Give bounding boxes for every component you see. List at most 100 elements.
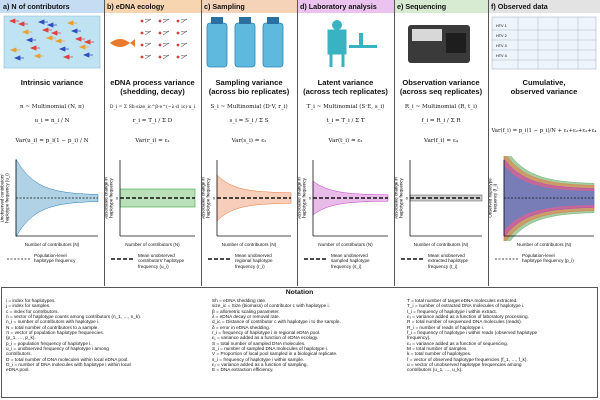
notation-entry: ε₄ = variance added as a function of seq… (407, 340, 509, 346)
legend-text-line: contributors' haplotype (138, 258, 185, 264)
x-axis-label: Number of contributors (N) (413, 242, 469, 247)
table-row-label: HTV 3 (496, 44, 507, 48)
data-table-icon (491, 16, 597, 70)
x-axis-label: Number of contributors (N) (221, 242, 277, 247)
notation-entry: n_i = number of contributors with haplot… (6, 319, 100, 325)
dna-icon (158, 19, 162, 23)
fish-icon (70, 28, 81, 34)
legend-text-line: regional haplotype (235, 258, 273, 264)
equation: s_i = S_i / Σ S (229, 118, 269, 124)
y-axis-label: haplotype frequency (109, 177, 114, 217)
fish-icon (25, 37, 36, 43)
notation-entry: β = allometric scaling parameter. (212, 308, 280, 314)
x-axis-label: Number of contributors (N) (516, 242, 572, 247)
illustration-svg (327, 20, 377, 67)
fish-icon (13, 55, 24, 61)
panel-header: b) eDNA ecology (104, 0, 201, 13)
dna-icon (144, 30, 152, 36)
fish-icon (78, 44, 89, 50)
sample-bottle-icon (206, 22, 228, 68)
fish-icon (17, 21, 28, 27)
illustration-svg (408, 25, 470, 63)
notation-entry: N = total number of contributors to a sa… (6, 324, 99, 330)
panel-header: d) Laboratory analysis (297, 0, 394, 13)
y-axis-label: haplotype frequency (302, 177, 307, 217)
y-tick-zero: 0 (116, 196, 119, 201)
lab-bench-icon (349, 45, 377, 48)
equation: D_i = Σ Sh·size_ic^β·e^(−λ·d_ic)·u_i (109, 105, 196, 110)
panel-illustration (394, 13, 488, 73)
variance-title-line: Latent variance (317, 78, 374, 87)
notation-entry: contributors. (6, 351, 32, 357)
y-tick-zero: 0 (406, 196, 409, 201)
fish-icon (50, 30, 61, 36)
divider (104, 0, 105, 286)
legend-text-line: Mean unobserved (138, 253, 175, 258)
dna-icon (140, 19, 144, 23)
notation-entry: u_i = unobserved frequency of haplotype … (6, 346, 109, 352)
notation-entry: D_i = number of DNA molecules with haplo… (6, 362, 131, 368)
notation-entry: λ = eDNA decay or removal rate. (212, 314, 280, 320)
notation-entry: r_i = frequency of haplotype i in region… (212, 330, 321, 336)
bottle-cap-icon (239, 17, 251, 24)
scientist-icon (332, 20, 342, 30)
notation-entry: E = DNA extraction efficiency. (212, 367, 274, 373)
dna-icon (140, 43, 144, 47)
sample-bottle-icon (234, 22, 256, 68)
notation-column-2: Sh = eDNA shedding rate.size_ic = Size (… (212, 298, 402, 373)
variance-title-line: (across seq replicates) (399, 86, 483, 96)
legend-line-icon (495, 258, 518, 260)
notation-entry: Sh = eDNA shedding rate. (212, 298, 267, 303)
equation: Var(u_i) = p_i(1 − p_i) / N (15, 138, 89, 144)
x-axis-label: Number of contributors (N) (125, 242, 180, 247)
panel-illustration (104, 13, 201, 73)
dna-icon (144, 42, 152, 48)
notation-entry: n = vector of haplotype counts among con… (6, 314, 142, 320)
variance-title-line: (across tech replicates) (303, 86, 388, 96)
notation-entry: R = total number of sequenced DNA molecu… (407, 319, 523, 325)
notation-entry: f = vector of observed haplotype frequen… (407, 356, 528, 362)
legend-line-icon (401, 258, 424, 260)
sequencer-screen-icon (412, 29, 442, 41)
legend-text-line: haplotype frequency (p_i) (522, 258, 574, 264)
dna-icon (140, 55, 144, 59)
fish-icon (45, 35, 56, 41)
dna-icon (180, 42, 188, 48)
fish-icon (41, 27, 52, 33)
equation: T_i ~ Multinomial (S·E, s_i) (306, 104, 385, 110)
variance-title-line: Intrinsic variance (20, 78, 84, 87)
plot-svg: Unobserved contributors'haplotype freque… (0, 158, 99, 238)
equation: R_i ~ Multinomial (R, t_i) (404, 104, 478, 110)
notation-entry: size_ic = Size (biomass) of contributor … (212, 303, 330, 309)
dna-icon (180, 18, 188, 24)
legend-text-line: frequency (u_i) (138, 263, 169, 269)
variance-title-line: Cumulative, (522, 78, 566, 87)
dna-icon (162, 18, 170, 24)
dna-icon (176, 19, 180, 23)
legend-text-line: Mean unobserved (331, 253, 368, 258)
notation-entry: j = index for samples. (6, 303, 51, 309)
legend-line-icon (7, 258, 30, 260)
panel-illustration (297, 13, 394, 73)
variance-title: eDNA process variance(shedding, decay) (104, 73, 201, 97)
fish-icon (37, 19, 48, 25)
fish-icon (82, 52, 93, 58)
variance-title: Observation variance(across seq replicat… (394, 73, 488, 97)
fish-icon (9, 47, 20, 53)
notation-entry: contributors (u_1, …, u_k). (407, 367, 463, 373)
notation-entry: f_i = frequency of haplotype i within re… (407, 330, 538, 336)
legend-text-line: frequency (t_i) (428, 263, 458, 269)
notation-column-1: i = index for haplotypes.j = index for s… (6, 298, 206, 373)
